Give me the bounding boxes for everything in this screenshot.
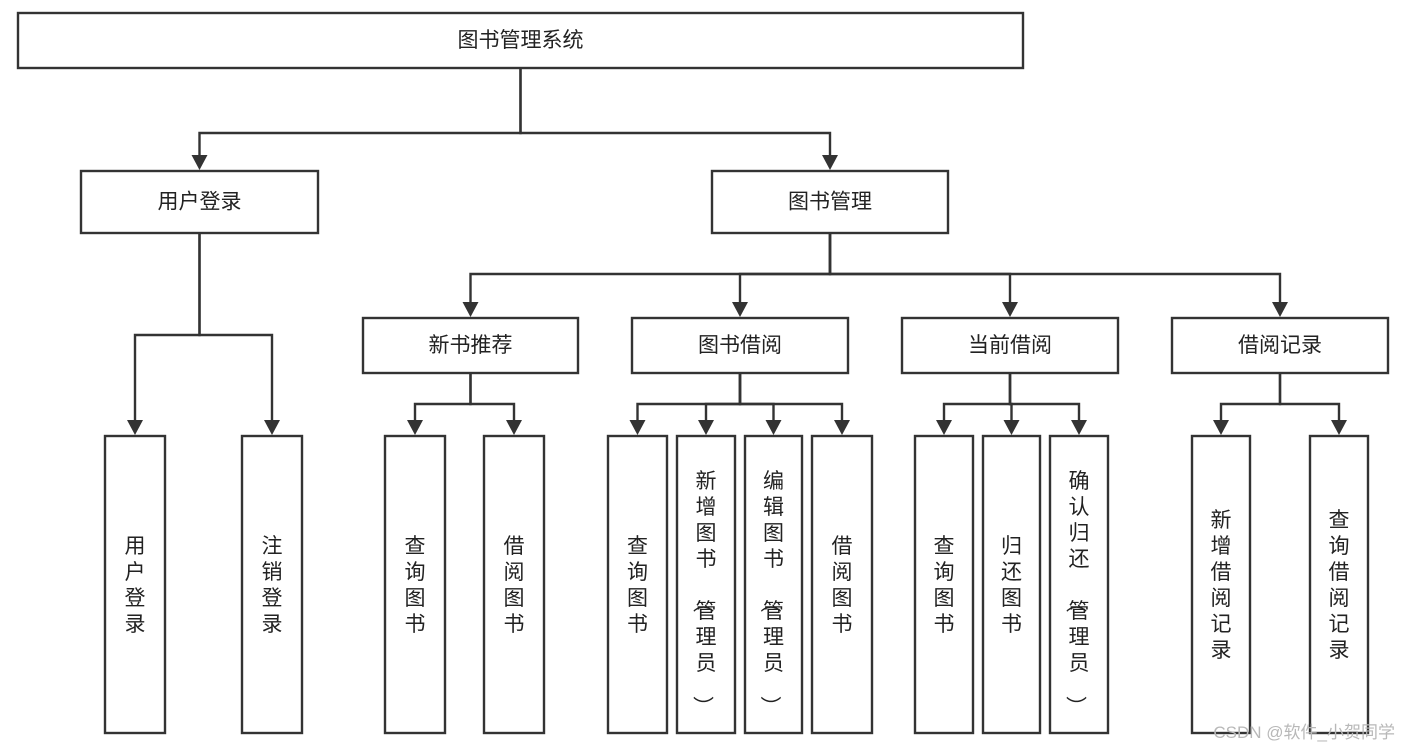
- arrow-head-icon: [264, 420, 280, 435]
- node-box-leaf-edit-book[interactable]: [743, 434, 804, 735]
- connector-new-book-recommend-to-leaf-borrow-book-1: [469, 373, 522, 435]
- node-layer: 图书管理系统用户登录图书管理新书推荐图书借阅当前借阅借阅记录用户登录注销登录查询…: [16, 11, 1390, 735]
- arrow-head-icon: [834, 420, 850, 435]
- arrow-head-icon: [191, 155, 208, 170]
- node-box-leaf-confirm-return[interactable]: [1048, 434, 1110, 735]
- node-label-leaf-add-record: 新增借阅记录: [1211, 509, 1232, 662]
- node-leaf-return-book[interactable]: 归还图书: [981, 434, 1042, 735]
- node-current-borrow[interactable]: 当前借阅: [900, 316, 1120, 375]
- node-label-book-borrow: 图书借阅: [698, 334, 782, 357]
- node-label-root: 图书管理系统: [458, 29, 584, 52]
- connector-book-manage-to-book-borrow: [732, 233, 832, 317]
- node-leaf-query-record[interactable]: 查询借阅记录: [1308, 434, 1370, 735]
- node-box-leaf-add-book[interactable]: [675, 434, 737, 735]
- arrow-head-icon: [732, 302, 748, 317]
- node-leaf-borrow-book-2[interactable]: 借阅图书: [810, 434, 874, 735]
- node-leaf-add-record[interactable]: 新增借阅记录: [1190, 434, 1252, 735]
- arrow-head-icon: [629, 420, 646, 435]
- node-book-borrow[interactable]: 图书借阅: [630, 316, 850, 375]
- node-leaf-add-book[interactable]: 新增图书（管理员）: [675, 434, 737, 735]
- node-leaf-user-login[interactable]: 用户登录: [103, 434, 167, 735]
- arrow-head-icon: [506, 420, 522, 435]
- connector-user-login-to-leaf-user-login: [127, 233, 201, 435]
- arrow-head-icon: [1003, 420, 1020, 435]
- arrow-head-icon: [1002, 302, 1018, 317]
- node-label-new-book-recommend: 新书推荐: [429, 334, 513, 357]
- node-box-current-borrow[interactable]: [900, 316, 1120, 375]
- node-label-leaf-query-book-1: 查询图书: [405, 535, 426, 636]
- connector-new-book-recommend-to-leaf-query-book-1: [407, 373, 472, 435]
- node-box-leaf-query-book-3[interactable]: [913, 434, 975, 735]
- node-box-book-borrow[interactable]: [630, 316, 850, 375]
- connector-root-to-user-login: [191, 68, 522, 170]
- arrow-head-icon: [1071, 420, 1087, 435]
- watermark-text: CSDN @软件_小贺同学: [1213, 723, 1395, 742]
- node-leaf-query-book-3[interactable]: 查询图书: [913, 434, 975, 735]
- node-box-leaf-borrow-book-2[interactable]: [810, 434, 874, 735]
- node-leaf-query-book-1[interactable]: 查询图书: [383, 434, 447, 735]
- node-label-book-manage: 图书管理: [788, 191, 872, 214]
- node-box-root[interactable]: [16, 11, 1025, 70]
- arrow-head-icon: [936, 420, 952, 435]
- node-leaf-query-book-2[interactable]: 查询图书: [606, 434, 669, 735]
- node-label-leaf-borrow-book-2: 借阅图书: [832, 535, 853, 636]
- node-box-leaf-return-book[interactable]: [981, 434, 1042, 735]
- node-leaf-logout[interactable]: 注销登录: [240, 434, 304, 735]
- arrow-head-icon: [1213, 420, 1229, 435]
- node-box-borrow-record[interactable]: [1170, 316, 1390, 375]
- node-label-leaf-borrow-book-1: 借阅图书: [504, 535, 525, 636]
- node-label-leaf-edit-book: 编辑图书（管理员）: [758, 470, 784, 717]
- node-label-leaf-logout: 注销登录: [262, 535, 283, 636]
- node-box-leaf-query-record[interactable]: [1308, 434, 1370, 735]
- connector-current-borrow-to-leaf-query-book-3: [936, 373, 1012, 435]
- node-label-leaf-add-book: 新增图书（管理员）: [691, 470, 717, 717]
- node-label-user-login: 用户登录: [158, 191, 242, 214]
- node-box-leaf-logout[interactable]: [240, 434, 304, 735]
- connector-layer: [127, 68, 1347, 435]
- node-label-leaf-confirm-return: 确认归还（管理员）: [1064, 470, 1090, 717]
- node-box-leaf-user-login[interactable]: [103, 434, 167, 735]
- node-borrow-record[interactable]: 借阅记录: [1170, 316, 1390, 375]
- connector-root-to-book-manage: [519, 68, 838, 170]
- node-user-login[interactable]: 用户登录: [79, 169, 320, 235]
- arrow-head-icon: [1331, 420, 1347, 435]
- arrow-head-icon: [1272, 302, 1288, 317]
- node-new-book-recommend[interactable]: 新书推荐: [361, 316, 580, 375]
- connector-user-login-to-leaf-logout: [198, 233, 280, 435]
- arrow-head-icon: [822, 155, 838, 170]
- connector-book-manage-to-borrow-record: [828, 233, 1288, 317]
- node-book-manage[interactable]: 图书管理: [710, 169, 950, 235]
- arrow-head-icon: [698, 420, 714, 435]
- node-box-book-manage[interactable]: [710, 169, 950, 235]
- node-box-leaf-query-book-2[interactable]: [606, 434, 669, 735]
- node-label-leaf-query-record: 查询借阅记录: [1329, 509, 1350, 662]
- node-label-leaf-return-book: 归还图书: [1001, 535, 1022, 636]
- arrow-head-icon: [462, 302, 479, 317]
- node-label-leaf-query-book-3: 查询图书: [934, 535, 955, 636]
- node-leaf-borrow-book-1[interactable]: 借阅图书: [482, 434, 546, 735]
- node-leaf-edit-book[interactable]: 编辑图书（管理员）: [743, 434, 804, 735]
- node-root[interactable]: 图书管理系统: [16, 11, 1025, 70]
- node-label-borrow-record: 借阅记录: [1238, 334, 1322, 357]
- node-box-user-login[interactable]: [79, 169, 320, 235]
- connector-book-borrow-to-leaf-borrow-book-2: [738, 373, 850, 435]
- node-box-leaf-borrow-book-1[interactable]: [482, 434, 546, 735]
- connector-borrow-record-to-leaf-add-record: [1213, 373, 1282, 435]
- connector-current-borrow-to-leaf-confirm-return: [1008, 373, 1087, 435]
- node-label-leaf-user-login: 用户登录: [125, 535, 146, 636]
- node-box-leaf-query-book-1[interactable]: [383, 434, 447, 735]
- node-leaf-confirm-return[interactable]: 确认归还（管理员）: [1048, 434, 1110, 735]
- node-box-leaf-add-record[interactable]: [1190, 434, 1252, 735]
- arrow-head-icon: [407, 420, 423, 435]
- node-label-leaf-query-book-2: 查询图书: [627, 535, 648, 636]
- arrow-head-icon: [127, 420, 143, 435]
- node-box-new-book-recommend[interactable]: [361, 316, 580, 375]
- arrow-head-icon: [765, 420, 782, 435]
- node-label-current-borrow: 当前借阅: [968, 334, 1052, 357]
- connector-borrow-record-to-leaf-query-record: [1278, 373, 1347, 435]
